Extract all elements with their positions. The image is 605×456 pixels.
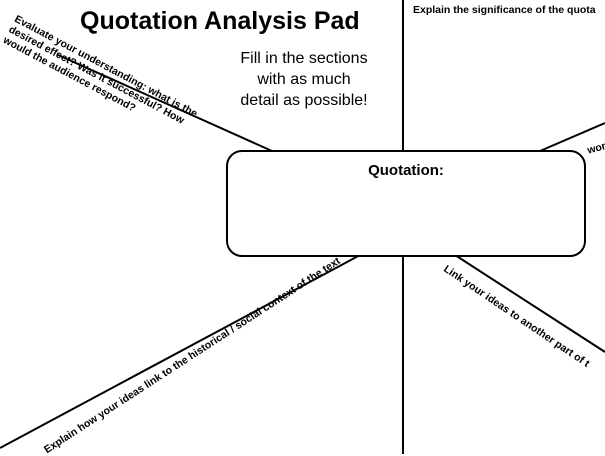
divider-top-right-diagonal: [539, 122, 605, 152]
divider-bottom-right-diagonal: [454, 254, 605, 353]
divider-top-left-diagonal: [57, 54, 273, 152]
quotation-label: Quotation:: [368, 162, 444, 179]
prompt-significance: Explain the significance of the quota: [413, 4, 596, 16]
instructions-text: Fill in the sections with as much detail…: [240, 50, 368, 109]
page-title: Quotation Analysis Pad: [80, 7, 360, 35]
quotation-box[interactable]: Quotation:: [226, 150, 586, 257]
divider-bottom-left-diagonal: [0, 253, 363, 449]
